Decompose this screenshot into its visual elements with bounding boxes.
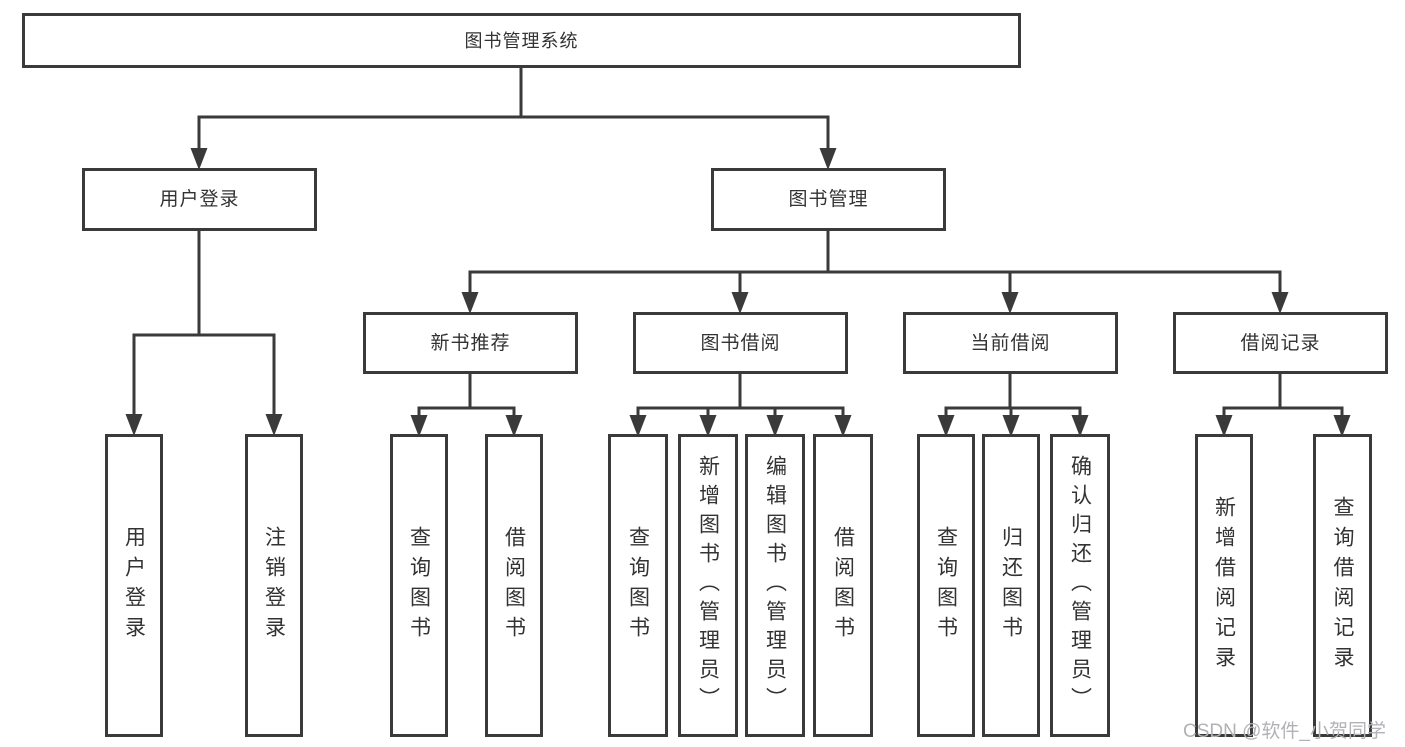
leaf-query-books-recommend: 查询图书 bbox=[390, 434, 448, 737]
leaf-add-borrow-record: 新增借阅记录 bbox=[1195, 434, 1253, 737]
csdn-watermark: CSDN @软件_小贺同学 bbox=[1183, 721, 1386, 742]
node-library-system: 图书管理系统 bbox=[22, 13, 1021, 68]
node-new-book-recommendation: 新书推荐 bbox=[363, 312, 578, 374]
leaf-return-books: 归还图书 bbox=[982, 434, 1040, 737]
leaf-borrow-books: 借阅图书 bbox=[813, 434, 873, 737]
leaf-logout: 注销登录 bbox=[245, 434, 303, 737]
node-book-management: 图书管理 bbox=[711, 168, 946, 231]
leaf-confirm-return-admin: 确认归还（管理员） bbox=[1050, 434, 1110, 737]
node-current-borrowing: 当前借阅 bbox=[903, 312, 1118, 374]
leaf-query-borrow-record: 查询借阅记录 bbox=[1313, 434, 1372, 737]
leaf-user-login: 用户登录 bbox=[105, 434, 163, 737]
leaf-query-books-current: 查询图书 bbox=[917, 434, 975, 737]
node-book-borrowing: 图书借阅 bbox=[633, 312, 848, 374]
leaf-add-books-admin: 新增图书（管理员） bbox=[678, 434, 738, 737]
node-borrowing-records: 借阅记录 bbox=[1173, 312, 1388, 374]
leaf-borrow-books-recommend: 借阅图书 bbox=[485, 434, 543, 737]
leaf-query-books-borrow: 查询图书 bbox=[608, 434, 668, 737]
leaf-edit-books-admin: 编辑图书（管理员） bbox=[745, 434, 805, 737]
node-user-login: 用户登录 bbox=[82, 168, 317, 231]
